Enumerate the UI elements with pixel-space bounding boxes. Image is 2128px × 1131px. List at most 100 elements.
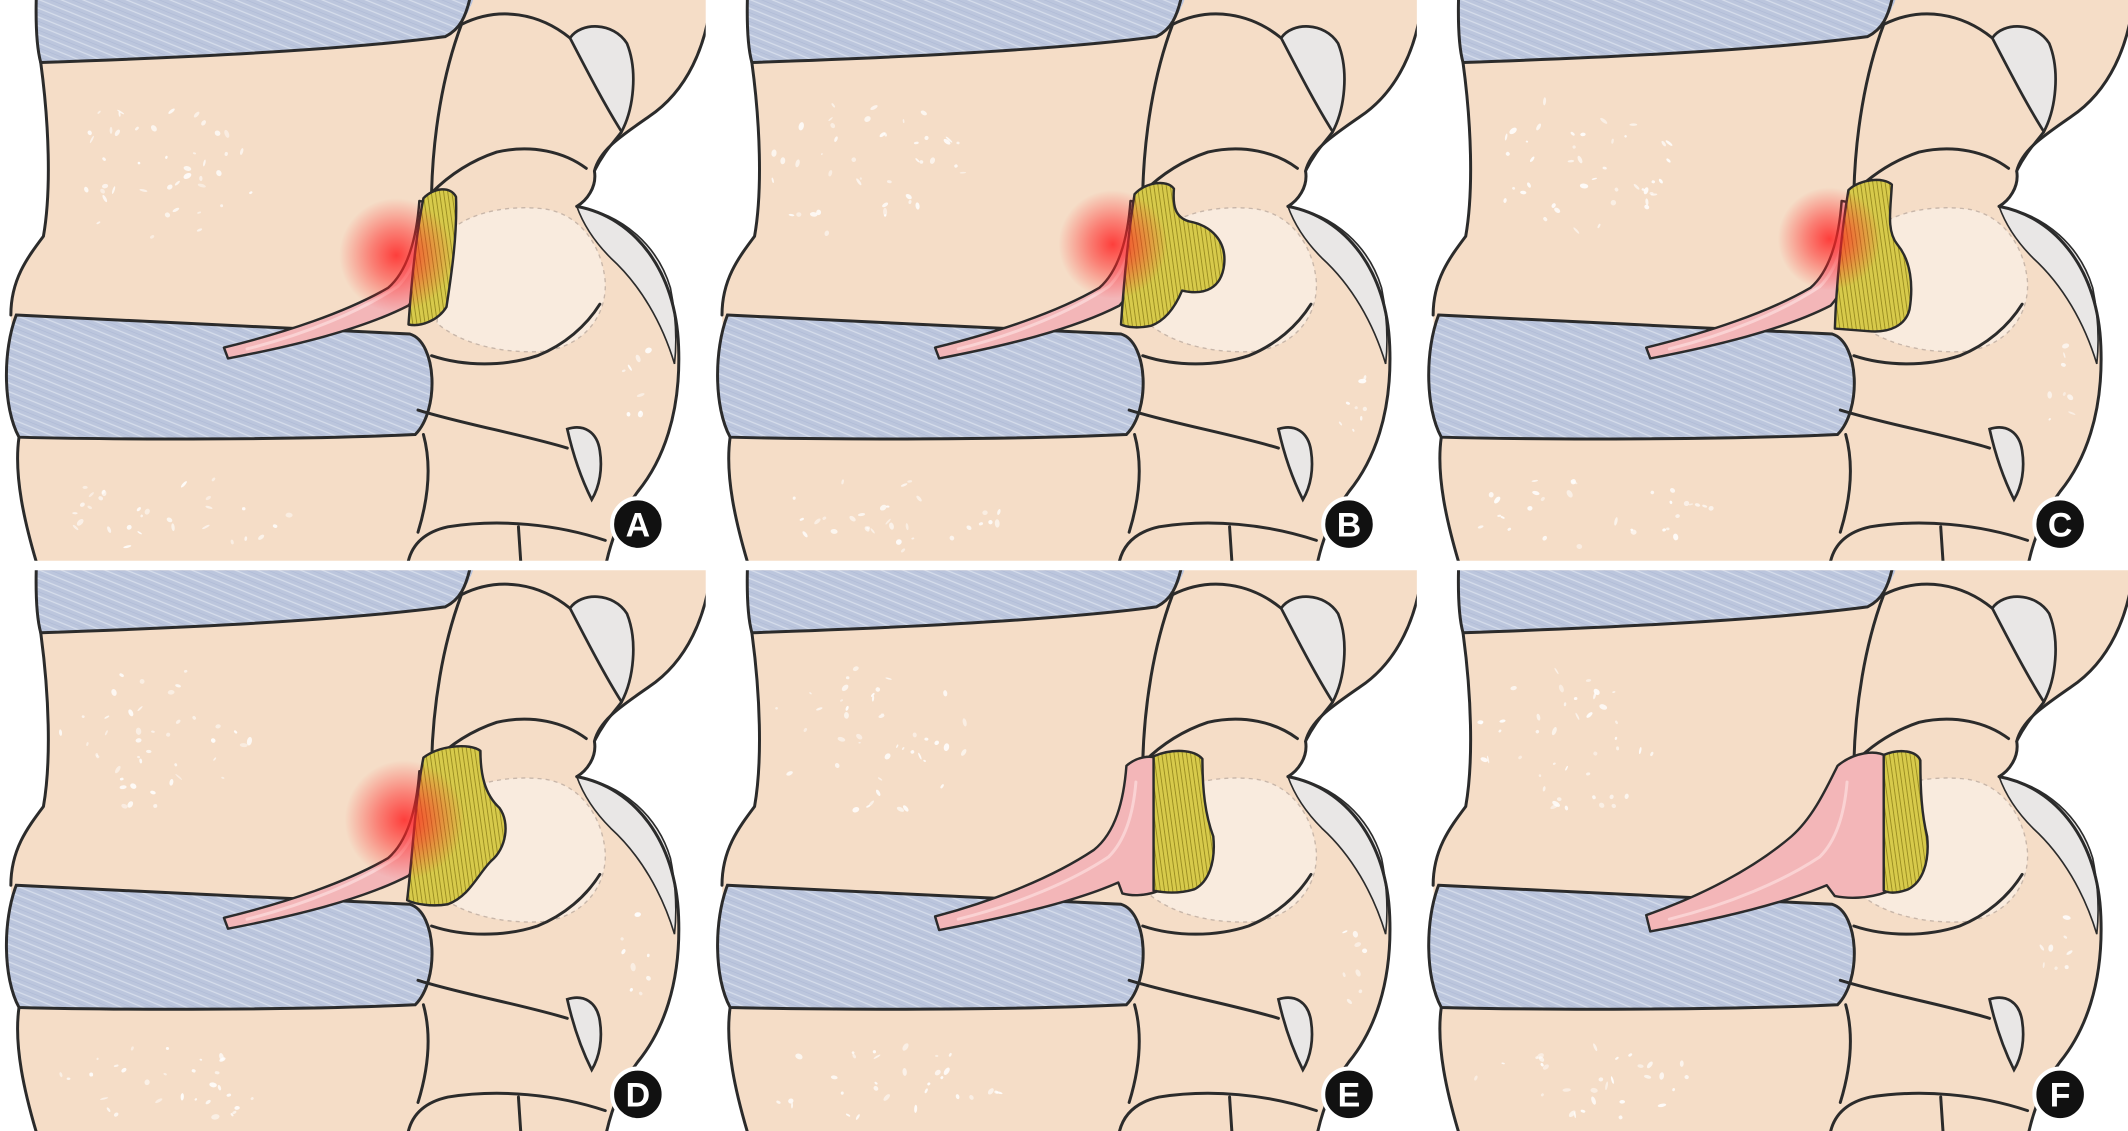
bone-speckle <box>879 132 886 138</box>
bone-speckle <box>940 784 944 789</box>
lower-articular-cap <box>1987 426 2025 503</box>
upper-articular-cap-edge <box>593 700 623 743</box>
bone-speckle <box>969 1095 974 1100</box>
bone-speckle <box>199 1058 203 1061</box>
bone-speckle <box>1520 190 1527 195</box>
upper-posterior-edge <box>1852 593 1886 765</box>
bone-speckle <box>959 171 967 174</box>
bone-speckle <box>87 505 92 510</box>
bone-speckle <box>2068 411 2076 415</box>
facet-cartilage-rim <box>1286 205 1388 365</box>
bone-speckle <box>230 1113 234 1117</box>
bone-speckle <box>197 211 202 214</box>
bone-speckle <box>1562 1088 1571 1092</box>
bone-speckle <box>920 110 927 116</box>
bone-speckle <box>1543 217 1548 222</box>
bone-speckle <box>226 1093 232 1097</box>
bone-speckle <box>1688 503 1694 506</box>
bone-speckle <box>955 1094 960 1100</box>
bone-speckle <box>908 200 912 205</box>
bone-speckle <box>119 673 124 678</box>
bone-speckle <box>1593 1043 1598 1052</box>
upper-pedicle-top-edge <box>1882 12 1994 40</box>
bone-speckle <box>1599 802 1605 808</box>
posterior-right-edge <box>1286 23 1417 208</box>
bone-speckle <box>1498 729 1502 733</box>
bone-speckle <box>167 184 173 190</box>
panel-label-a: A <box>626 506 650 544</box>
bone-speckle <box>1591 177 1598 180</box>
bone-speckle <box>896 806 905 812</box>
bone-speckle <box>1586 712 1593 718</box>
bone-speckle <box>883 207 888 217</box>
upper-posterior-edge <box>1141 593 1175 765</box>
bone-speckle <box>1573 697 1578 701</box>
bone-speckle <box>128 709 134 717</box>
lower-posterior-edge <box>1838 432 1852 534</box>
bone-speckle <box>219 1057 226 1062</box>
bone-speckle <box>1512 186 1516 190</box>
bone-speckle <box>224 129 230 138</box>
upper-pedicle-top-edge <box>459 12 572 40</box>
bone-speckle <box>919 160 924 164</box>
lower-pedicle-line <box>1127 408 1280 450</box>
bone-speckle <box>1657 1103 1667 1108</box>
bone-speckle <box>118 111 121 117</box>
bone-speckle <box>2048 944 2054 952</box>
bone-speckle <box>1599 704 1608 710</box>
bone-speckle <box>809 692 812 695</box>
bone-speckle <box>814 518 821 525</box>
bone-speckle <box>820 153 823 156</box>
facet-joint-cartilage <box>436 207 606 353</box>
upper-articular-cap-edge <box>2015 130 2046 173</box>
bone-speckle <box>232 1110 237 1114</box>
bone-speckle <box>96 1057 99 1061</box>
bone-speckle <box>1567 159 1575 163</box>
panel-f: F <box>1427 570 2128 1131</box>
bone-speckle <box>945 136 953 143</box>
facet-lower-outline <box>430 302 602 366</box>
bone-speckle <box>788 213 795 217</box>
bone-speckle <box>1666 527 1670 531</box>
lower-pedicle-line <box>416 408 569 450</box>
bone-speckle <box>2064 965 2069 970</box>
top-disc-outline <box>1456 570 1894 635</box>
facet-cartilage-rim <box>1286 775 1388 935</box>
bone-speckle <box>191 1069 196 1073</box>
bone-speckle <box>2060 362 2066 367</box>
bone-speckle <box>106 1107 111 1112</box>
bone-speckle <box>828 117 833 122</box>
bone-speckle <box>1614 736 1618 740</box>
bone-speckle <box>885 505 890 508</box>
bone-speckle <box>2039 944 2045 951</box>
bone-speckle <box>859 177 862 180</box>
bone-speckle <box>135 738 142 743</box>
bone-speckle <box>855 1114 860 1120</box>
bone-speckle <box>166 517 173 523</box>
bone-speckle <box>840 699 844 702</box>
bone-speckle <box>194 1098 198 1101</box>
bone-speckle <box>902 1068 907 1076</box>
bone-speckle <box>220 204 224 208</box>
bone-speckle <box>837 736 846 742</box>
bone-speckle <box>164 212 171 218</box>
bone-speckle <box>905 523 909 531</box>
bone-speckle <box>1579 183 1589 189</box>
bone-speckle <box>167 689 175 695</box>
bone-speckle <box>1358 989 1363 994</box>
panel-label-d: D <box>626 1077 650 1115</box>
bone-speckle <box>780 157 786 165</box>
panel-label-badge <box>2032 496 2088 552</box>
bone-speckle <box>1504 133 1508 141</box>
bone-speckle <box>79 502 85 507</box>
bone-speckle <box>1497 514 1502 517</box>
intervertebral-disc <box>716 883 1145 1011</box>
bone-speckle <box>1624 135 1627 138</box>
ligamentum-flavum <box>1882 749 1929 894</box>
lower-articular-cap <box>1276 426 1314 503</box>
bone-speckle <box>1651 180 1656 184</box>
bone-speckle <box>88 492 94 498</box>
bone-speckle <box>1593 751 1598 756</box>
bone-speckle <box>250 1097 254 1101</box>
bone-speckle <box>1702 504 1708 508</box>
